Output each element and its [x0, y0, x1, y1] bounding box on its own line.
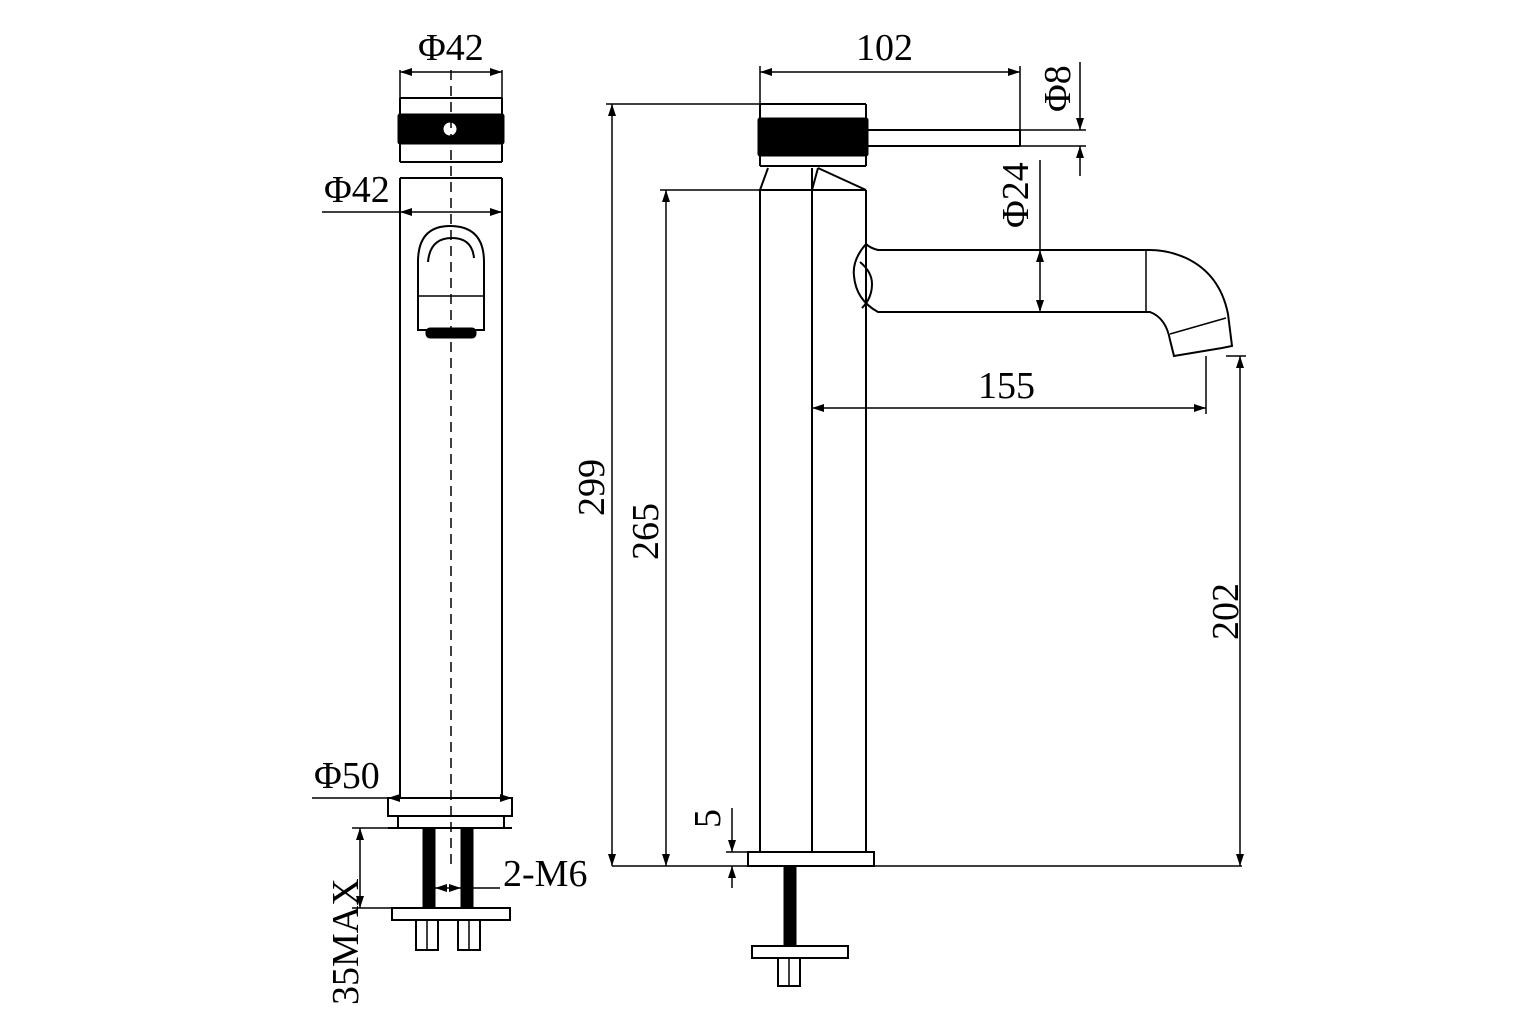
side-spout: [852, 243, 1234, 358]
front-view: Φ42 Φ42 Φ50 2-M6: [312, 27, 587, 1005]
front-base: [387, 797, 513, 817]
dim-base-plate-thickness: 5: [687, 808, 748, 888]
dim-lever-diameter: Φ8: [1020, 62, 1086, 176]
spout-front: [417, 224, 485, 331]
label-lever-diameter: Φ8: [1037, 65, 1079, 112]
label-base-diameter: Φ50: [314, 755, 380, 797]
label-handle-diameter: Φ42: [418, 27, 484, 69]
label-body-diameter: Φ42: [324, 169, 390, 211]
label-spout-diameter: Φ24: [995, 162, 1037, 228]
dim-spout-outlet-height: 202: [1205, 355, 1247, 866]
label-top-width: 102: [856, 27, 913, 69]
dim-total-height: 299: [571, 103, 760, 866]
mounting-plate: [391, 907, 511, 921]
side-view: 102 Φ8 Φ24 155: [571, 27, 1247, 987]
dim-body-diameter: Φ42: [322, 169, 503, 218]
dim-base-diameter: Φ50: [312, 755, 512, 802]
label-base-plate-thickness: 5: [687, 809, 729, 828]
dim-spout-diameter: Φ24: [995, 160, 1044, 312]
threaded-stud-right: [460, 827, 474, 909]
label-total-height: 299: [571, 459, 613, 516]
side-base-plate: [747, 851, 875, 867]
side-knurled-handle-band: [757, 117, 869, 157]
dim-handle-diameter: Φ42: [399, 27, 503, 98]
label-max-deck-thickness: 35MAX: [325, 878, 367, 1005]
label-body-height: 265: [625, 503, 667, 560]
threaded-stud-left: [422, 827, 436, 909]
handle-indicator-dot: [443, 122, 457, 136]
dim-thread: 2-M6: [435, 853, 587, 895]
dim-top-width: 102: [759, 27, 1021, 130]
label-spout-outlet-height: 202: [1205, 583, 1247, 640]
dim-reach: 155: [812, 356, 1207, 414]
dim-body-height: 265: [625, 189, 760, 866]
label-reach: 155: [978, 365, 1035, 407]
label-thread: 2-M6: [503, 853, 587, 895]
dim-max-deck-thickness: 35MAX: [325, 827, 398, 1005]
side-threaded-stud: [783, 865, 797, 947]
